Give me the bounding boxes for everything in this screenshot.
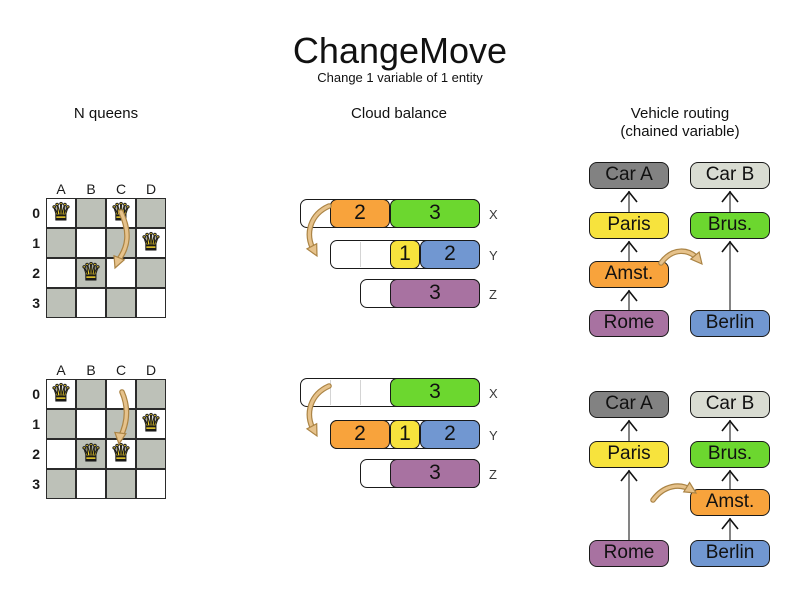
cloud-process-block: 2 [330,199,390,228]
cloud-process-block: 3 [390,378,480,407]
board-cell [136,469,166,499]
page-title: ChangeMove [292,30,508,71]
section-heading-nqueens: N queens [73,105,139,122]
board-cell [46,198,76,228]
board-cell [76,198,106,228]
board-cell [46,228,76,258]
queen-icon: ♛ [50,380,73,408]
vehicle-node-paris: Paris [589,212,669,239]
board-row-header: 0 [32,205,40,221]
cloud-process-block: 2 [330,420,390,449]
board-cell [136,439,166,469]
cloud-computer-label: Y [489,428,498,443]
board-cell [106,469,136,499]
vehicle-heading-line2: (chained variable) [620,123,740,140]
capacity-divider [360,380,361,405]
cloud-process-block: 1 [390,240,420,269]
vehicle-node-amst: Amst. [690,489,770,516]
board-cell [76,288,106,318]
queen-icon: ♛ [80,259,103,287]
cloud-process-block: 3 [390,279,480,308]
cloud-computer-label: Z [489,467,497,482]
board-col-header: C [115,362,127,378]
board-col-header: D [145,181,157,197]
board-row-header: 1 [32,235,40,251]
queen-icon: ♛ [140,229,163,257]
board-cell [136,409,166,439]
board-row-header: 3 [32,295,40,311]
queen-icon: ♛ [110,440,133,468]
vehicle-node-rome: Rome [589,540,669,567]
board-cell [136,288,166,318]
cloud-computer-label: X [489,207,498,222]
vehicle-node-rome: Rome [589,310,669,337]
board-cell [136,379,166,409]
board-row-header: 1 [32,416,40,432]
vehicle-node-berlin: Berlin [690,540,770,567]
section-heading-vehicle: Vehicle routing (chained variable) [600,105,760,141]
section-heading-cloud: Cloud balance [351,105,447,122]
vehicle-node-car-a: Car A [589,162,669,189]
board-cell [76,469,106,499]
cloud-process-block: 2 [420,240,480,269]
board-cell [136,258,166,288]
vehicle-node-car-a: Car A [589,391,669,418]
board-cell [46,409,76,439]
cloud-process-block: 2 [420,420,480,449]
board-cell [46,288,76,318]
board-row-header: 2 [32,265,40,281]
vehicle-node-car-b: Car B [690,391,770,418]
vehicle-node-amst: Amst. [589,261,669,288]
vehicle-node-brus: Brus. [690,212,770,239]
queen-icon: ♛ [50,199,73,227]
queen-icon: ♛ [80,440,103,468]
cloud-process-block: 3 [390,199,480,228]
board-col-header: B [86,181,96,197]
board-cell [106,288,136,318]
vehicle-node-berlin: Berlin [690,310,770,337]
board-cell [76,409,106,439]
page-subtitle: Change 1 variable of 1 entity [317,70,483,85]
board-col-header: A [56,362,66,378]
vehicle-node-car-b: Car B [690,162,770,189]
vehicle-node-brus: Brus. [690,441,770,468]
cloud-computer-label: Z [489,287,497,302]
capacity-divider [360,242,361,267]
board-cell [46,258,76,288]
cloud-process-block: 1 [390,420,420,449]
board-col-header: C [115,181,127,197]
board-cell [46,439,76,469]
board-cell [136,228,166,258]
board-cell [76,258,106,288]
board-cell [76,439,106,469]
board-cell [46,379,76,409]
cloud-computer-label: X [489,386,498,401]
vehicle-heading-line1: Vehicle routing [630,105,730,122]
board-cell [46,469,76,499]
board-col-header: A [56,181,66,197]
queen-icon: ♛ [140,410,163,438]
board-cell [136,198,166,228]
vehicle-node-paris: Paris [589,441,669,468]
cloud-process-block: 3 [390,459,480,488]
board-col-header: B [86,362,96,378]
board-col-header: D [145,362,157,378]
board-row-header: 0 [32,386,40,402]
cloud-computer-label: Y [489,248,498,263]
board-cell [76,379,106,409]
board-row-header: 2 [32,446,40,462]
board-cell [76,228,106,258]
board-row-header: 3 [32,476,40,492]
